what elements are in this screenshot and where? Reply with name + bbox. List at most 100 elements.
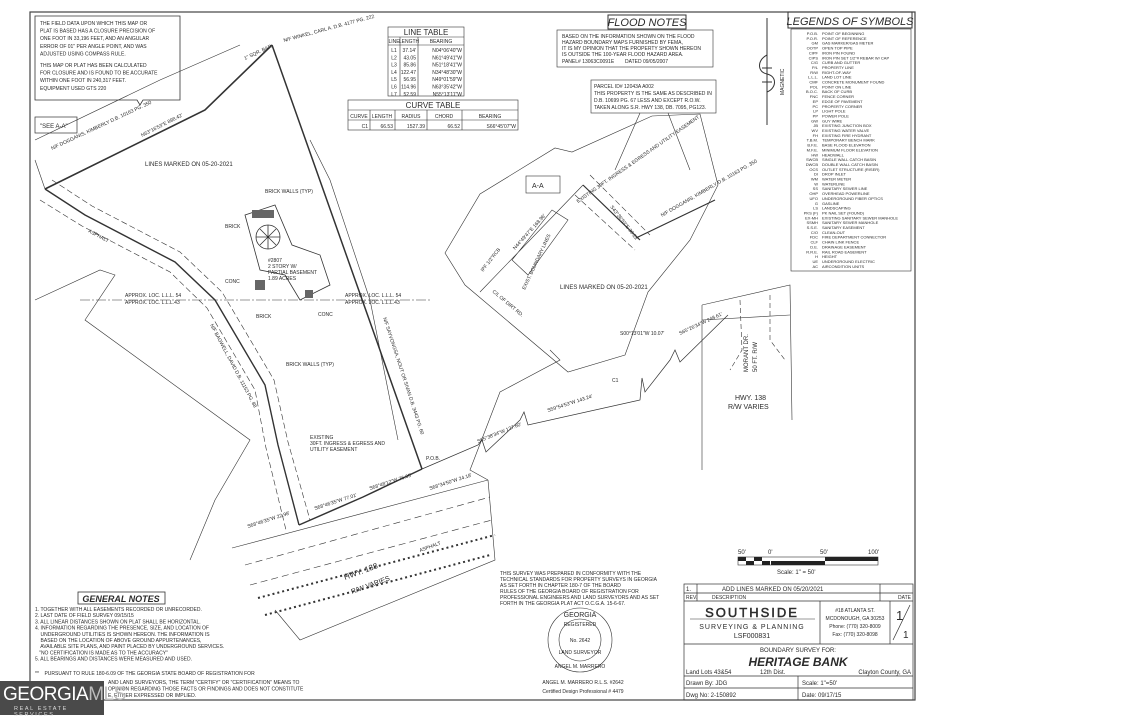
legend-symbol: H bbox=[815, 254, 818, 259]
general-notes: GENERAL NOTES 1. TOGETHER WITH ALL EASEM… bbox=[35, 591, 304, 699]
company-license: LSF000831 bbox=[734, 633, 770, 640]
title-block: 1. ADD LINES MARKED ON 05/20/2021 REV. D… bbox=[683, 583, 914, 701]
legend-symbol: HW bbox=[811, 152, 818, 157]
legend-symbol: OOTP bbox=[807, 46, 819, 51]
line-table-cell: N61°49'41"W bbox=[432, 55, 462, 61]
line-table-cell: N55°13'11"W bbox=[433, 92, 463, 98]
line-table-title: LINE TABLE bbox=[404, 28, 449, 37]
fax: Fax: (770) 320-8098 bbox=[832, 632, 878, 638]
legend-symbol: CIPS bbox=[809, 55, 819, 60]
legend-description: LAND LOT LINE bbox=[822, 75, 852, 80]
legend-symbol: POL bbox=[810, 84, 819, 89]
sheet-border bbox=[29, 11, 916, 701]
bearing-label: S59°54'53"W 143.24' bbox=[547, 394, 594, 414]
legend-symbol: B.O.C. bbox=[806, 89, 818, 94]
legend-description: BACK OF CURB bbox=[822, 89, 852, 94]
lines-marked-label-aa: LINES MARKED ON 05-20-2021 bbox=[560, 285, 648, 291]
general-notes-title: GENERAL NOTES bbox=[82, 594, 159, 604]
legend-description: HEADWALL bbox=[822, 152, 845, 157]
line-table-cell: 122.47 bbox=[401, 70, 417, 76]
legend-symbol: W bbox=[814, 181, 818, 186]
legend-of-symbols: LEGENDS OF SYMBOLS P.O.B.POINT OF BEGINN… bbox=[787, 11, 914, 272]
surveyor-signature: ANGEL M. MARRERO R.L.S. #2642 bbox=[542, 680, 623, 686]
legend-description: PK NAIL SET (FOUND) bbox=[822, 210, 865, 215]
hwy-label: HWY. 138 bbox=[343, 561, 380, 582]
lll-label: APPROX. LOC. L.L.L. 54 bbox=[125, 293, 181, 299]
survey-statement-line: AS SET FORTH IN CHAPTER 180-7 OF THE BOA… bbox=[500, 583, 621, 589]
legend-symbol: FH bbox=[813, 133, 818, 138]
watermark-logo: GEORGIAMLS bbox=[3, 684, 126, 706]
general-note-line: UNDERGROUND UTILITIES IS SHOWN HEREON. T… bbox=[35, 632, 210, 638]
company-subtitle: SURVEYING & PLANNING bbox=[699, 624, 804, 631]
bearing-label: S65°26'34"W 248.61' bbox=[678, 311, 723, 336]
legend-description: DOUBLE WALL CATCH BASIN bbox=[822, 162, 878, 167]
legend-description: EXISTING SANITARY SEWER MANHOLE bbox=[822, 215, 898, 220]
legend-symbol: WM bbox=[811, 177, 818, 182]
flood-dated: DATED 09/05/2007 bbox=[625, 59, 668, 65]
field-note-line: WITHIN ONE FOOT IN 240,317 FEET. bbox=[40, 78, 126, 84]
scale-label: Scale: 1" = 50' bbox=[777, 570, 815, 576]
legend-description: POINT OF BEGINNING bbox=[822, 31, 864, 36]
seal-registered: REGISTERED bbox=[564, 622, 597, 628]
line-table-cell: 85.86 bbox=[403, 63, 416, 69]
legend-description: FIRE DEPARTMENT CONNECTOR bbox=[822, 235, 886, 240]
legend-description: DRAINAGE EASEMENT bbox=[822, 244, 867, 249]
curve-table-header: BEARING bbox=[479, 114, 502, 120]
district: 12th Dist. bbox=[760, 670, 786, 676]
survey-statement-line: FORTH IN THE GEORGIA PLAT ACT O.C.G.A. 1… bbox=[500, 601, 625, 607]
flood-note-line: HAZARD BOUNDARY MAPS FURNISHED BY FEMA, bbox=[562, 40, 683, 46]
lll-label: APPROX. LOC. L.L.L.43 bbox=[345, 300, 400, 306]
morant-dr-area bbox=[701, 284, 793, 470]
legend-description: TEMPORARY BENCH MARK bbox=[822, 138, 875, 143]
legend-description: MINIMUM FLOOR ELEVATION bbox=[822, 147, 878, 152]
general-note-line: 1. TOGETHER WITH ALL EASEMENTS RECORDED … bbox=[35, 607, 202, 613]
curve-table-header: LENGTH bbox=[372, 114, 393, 120]
legend-symbol: D.E. bbox=[810, 244, 818, 249]
legend-symbol: R/W bbox=[810, 70, 818, 75]
see-aa-label: "SEE A-A" bbox=[40, 124, 68, 130]
legend-symbol: GM bbox=[812, 41, 818, 46]
legend-description: GUY WIRE bbox=[822, 118, 842, 123]
line-table-cell: 52.59 bbox=[403, 92, 416, 98]
address: #18 ATLANTA ST. bbox=[835, 608, 875, 614]
legend-symbol: LS bbox=[813, 206, 818, 211]
legend-symbol: P.O.B. bbox=[807, 31, 818, 36]
line-table-cell: 37.14' bbox=[403, 48, 417, 54]
curve-table-header: RADIUS bbox=[402, 114, 422, 120]
curve-table-cell: 66.52 bbox=[447, 124, 460, 130]
legend-description: RIGHT-OF-WAY bbox=[822, 70, 851, 75]
legend-description: OVERHEAD POWERLINE bbox=[822, 191, 870, 196]
bearing-label: S68°34'50"W 24.18' bbox=[429, 472, 473, 491]
watermark-tagline: REAL ESTATE SERVICES bbox=[14, 706, 68, 718]
line-table-cell: L3 bbox=[391, 63, 397, 69]
rev-number: 1. bbox=[686, 587, 691, 593]
easement-label: UTILITY EASEMENT bbox=[310, 447, 357, 453]
parcel-note-line: TAKEN ALONG S.R. HWY 138, DB. 7095, PG12… bbox=[594, 105, 706, 111]
legend-description: DROP INLET bbox=[822, 172, 846, 177]
legend-symbol: CMF bbox=[809, 80, 818, 85]
legend-description: SINGLE WALL CATCH BASIN bbox=[822, 157, 876, 162]
flood-note-line: IT IS MY OPINION THAT THE PROPERTY SHOWN… bbox=[562, 46, 701, 52]
legend-description: EDGE OF PAVEMENT bbox=[822, 99, 863, 104]
brick-label: BRICK bbox=[225, 224, 241, 230]
legend-description: IRON PIN SET 1/2"# REBAR W/ CAP bbox=[822, 55, 889, 60]
parcel-drawing bbox=[34, 44, 793, 641]
see-aa-box: "SEE A-A" bbox=[34, 116, 78, 134]
curve-table-cell: C1 bbox=[362, 124, 369, 130]
legend-symbol: G bbox=[815, 201, 818, 206]
line-table-header: LENGTH bbox=[399, 39, 420, 45]
north-bearing: N63°16'53"E 898.42' bbox=[140, 113, 184, 139]
legend-symbol: JB bbox=[813, 123, 818, 128]
general-note-line: BASED ON THE LOCATION OF ABOVE GROUND AP… bbox=[35, 638, 201, 644]
survey-statement-line: TECHNICAL STANDARDS FOR PROPERTY SURVEYS… bbox=[500, 577, 658, 583]
field-note-line: PLAT IS BASED HAS A CLOSURE PRECISION OF bbox=[40, 29, 155, 35]
line-table-cell: L2 bbox=[391, 55, 397, 61]
description-header: DESCRIPTION bbox=[712, 595, 747, 601]
legend-description: RAIL ROAD EASEMENT bbox=[822, 249, 867, 254]
parcel-note-line: THIS PROPERTY IS THE SAME AS DESCRIBED I… bbox=[594, 91, 712, 97]
line-table-cell: N49°01'59"W bbox=[432, 77, 462, 83]
legend-symbol: UE bbox=[812, 259, 818, 264]
legend-description: CHAIN LINK FENCE bbox=[822, 240, 859, 245]
line-table-cell: N04°06'40"W bbox=[432, 48, 462, 54]
